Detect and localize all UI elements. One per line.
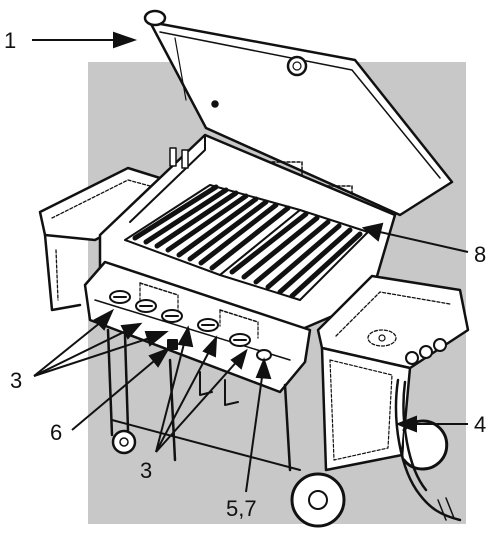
knob-5-icon bbox=[229, 333, 251, 347]
knob-2-icon bbox=[135, 299, 157, 313]
burner-indicator-icon bbox=[167, 339, 178, 350]
leader-lines bbox=[32, 31, 469, 493]
left-caster-wheel-icon bbox=[111, 429, 137, 455]
cooking-grate bbox=[124, 184, 369, 301]
knob-4-icon bbox=[197, 318, 219, 332]
callout-6: 6 bbox=[50, 420, 62, 445]
gas-hose-icon bbox=[394, 378, 462, 522]
callout-3-bottom: 3 bbox=[140, 458, 152, 483]
callout-8: 8 bbox=[474, 242, 486, 267]
right-wheel-icon bbox=[290, 472, 346, 528]
knob-1-icon bbox=[109, 290, 131, 304]
right-side-table bbox=[316, 274, 470, 370]
callout-3-left: 3 bbox=[10, 368, 22, 393]
callout-5-7: 5,7 bbox=[226, 496, 257, 521]
burner-knobs bbox=[109, 290, 272, 361]
callout-1: 1 bbox=[4, 28, 16, 53]
grill-lid bbox=[143, 9, 454, 219]
callout-4: 4 bbox=[474, 412, 486, 437]
knob-3-icon bbox=[161, 309, 183, 323]
side-burner-knobs bbox=[405, 338, 447, 365]
rear-wheel-icon bbox=[402, 419, 449, 471]
